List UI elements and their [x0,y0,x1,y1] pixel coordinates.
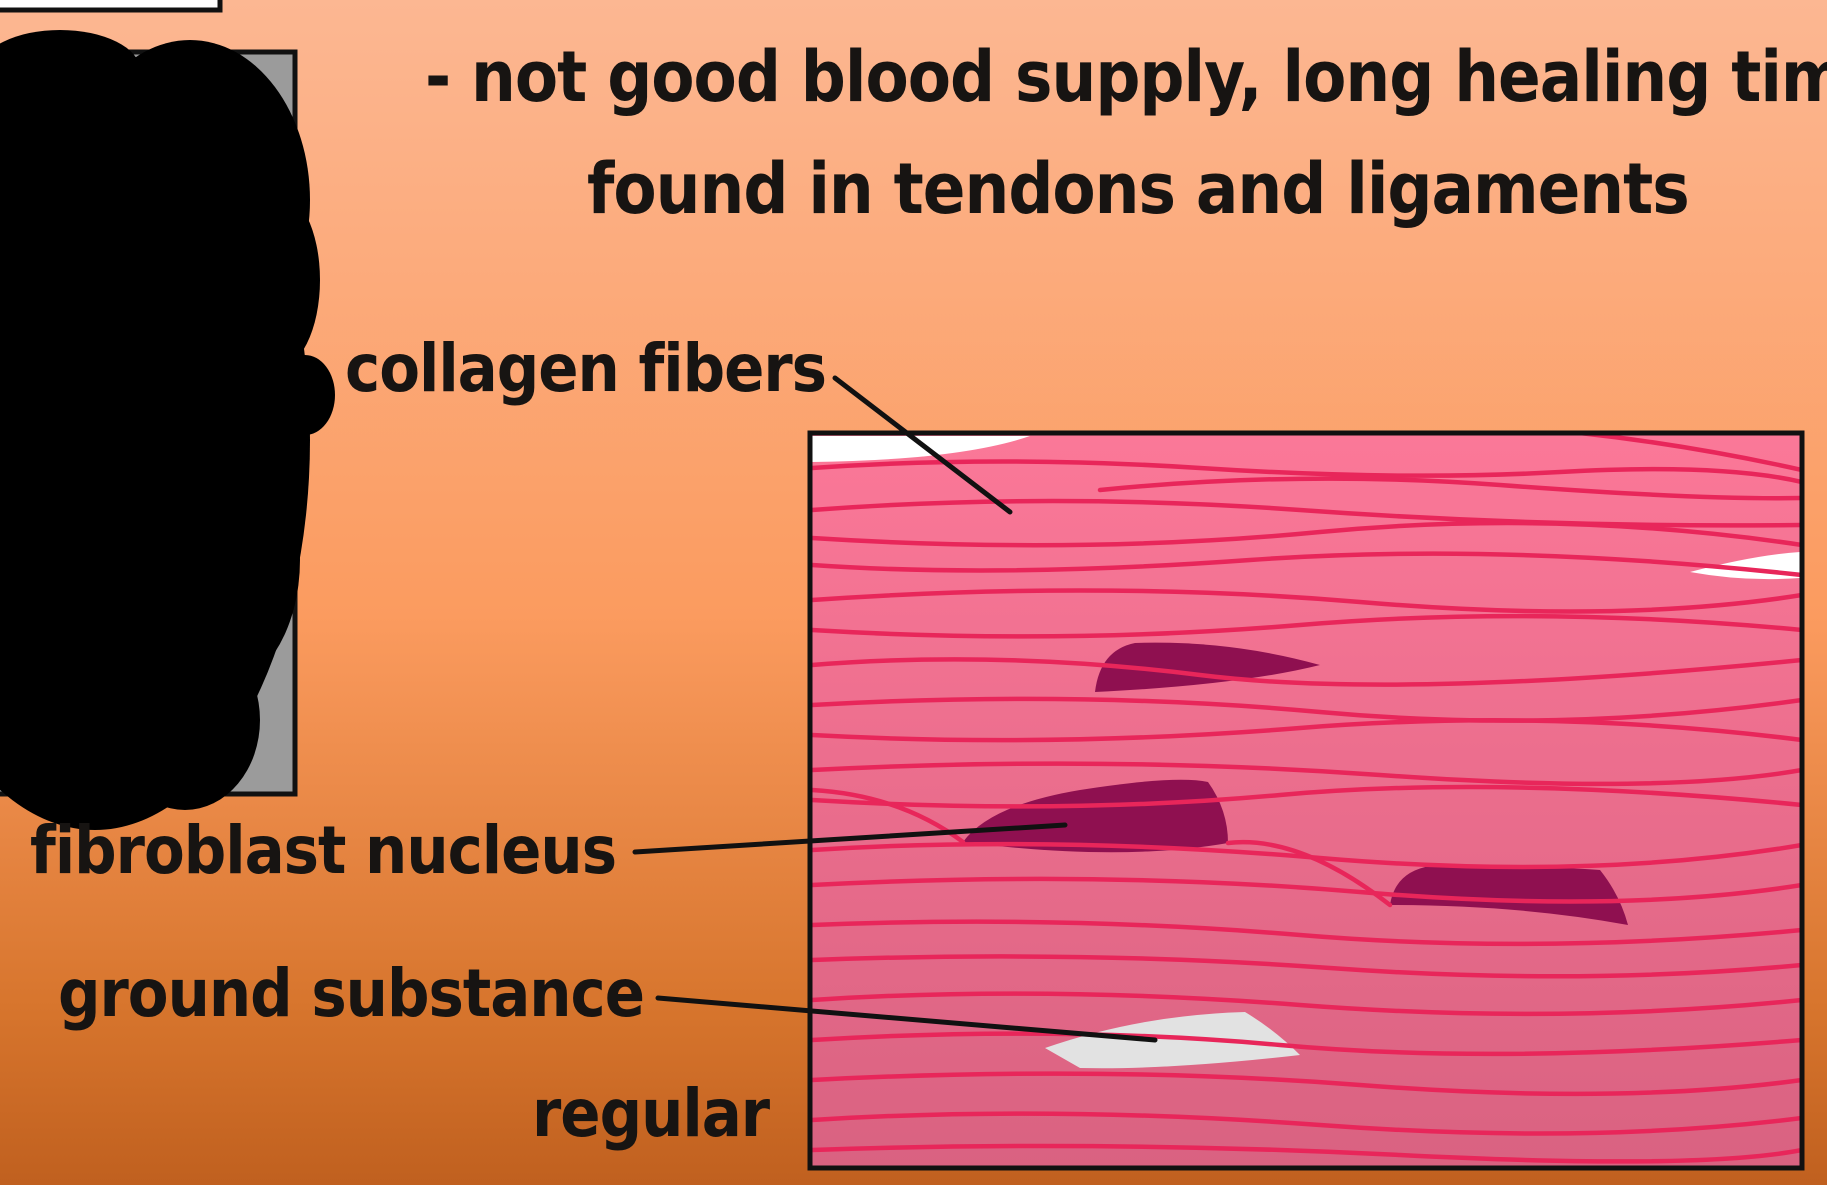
ground-substance-patch [1045,1012,1300,1069]
label-collagen-fibers: collagen fibers [345,330,827,407]
top-left-box [0,0,223,13]
leader-lines [632,375,1158,1043]
tissue-outline [807,430,1805,1171]
fibroblast-nucleus [963,779,1228,853]
ground-substance-leader-line [655,995,1158,1043]
label-ground-substance: ground substance [58,955,645,1032]
fibroblast-nucleus [1095,642,1320,692]
description-line-1: - not good blood supply, long healing ti… [425,36,1827,118]
ground-gap [812,436,1030,462]
label-regular: regular [532,1075,770,1152]
collagen-fibers-leader-line [832,375,1013,515]
description-line-2: found in tendons and ligaments [587,148,1690,230]
scribble-redaction-icon [0,30,335,830]
fibroblast-nucleus [1390,866,1628,925]
label-fibroblast-nucleus: fibroblast nucleus [30,812,617,889]
fibroblast-nucleus-leader-line [632,822,1068,855]
collagen-fibers [810,433,1802,1164]
tissue-contents [810,433,1802,1164]
